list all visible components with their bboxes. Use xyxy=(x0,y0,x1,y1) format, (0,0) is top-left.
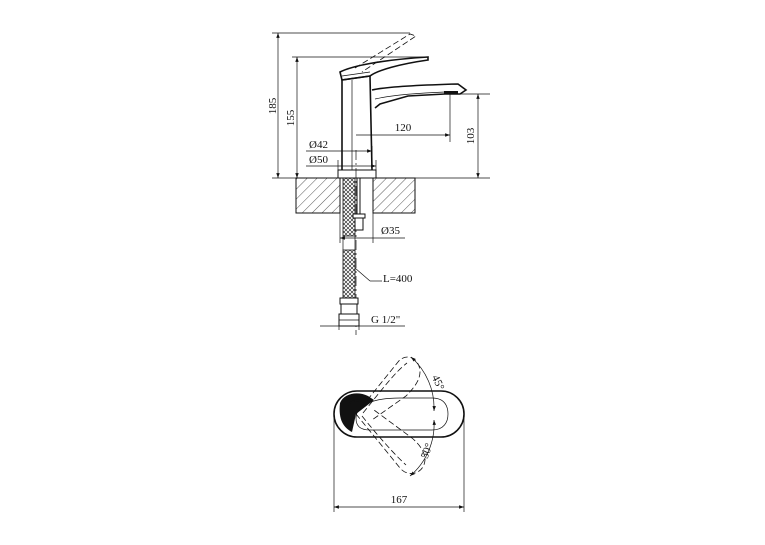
top-lever-rotated-45 xyxy=(355,356,421,421)
supply-hose xyxy=(342,177,356,301)
lever-handle xyxy=(339,56,429,81)
dim-mounting-hole: Ø35 xyxy=(381,225,400,237)
dimension-lines: 185 155 120 103 Ø42 Ø50 Ø35 L=400 xyxy=(267,32,490,330)
top-lever-rotated-50 xyxy=(355,409,426,474)
side-view xyxy=(295,33,468,335)
dim-spout-reach: 120 xyxy=(395,122,412,134)
faucet-body xyxy=(341,75,373,171)
base-plate xyxy=(337,169,377,179)
dim-base-diameter-small: Ø42 xyxy=(309,139,328,151)
dim-outlet-height: 103 xyxy=(465,127,477,144)
top-view: 45° 50° 167 xyxy=(333,356,465,512)
dim-top-view-width: 167 xyxy=(391,494,408,506)
mounting-stud xyxy=(352,177,366,231)
spout xyxy=(371,83,468,109)
dim-hose-length: L=400 xyxy=(383,273,413,285)
dim-lever-angle-down: 50° xyxy=(419,442,436,461)
dim-base-diameter-large: Ø50 xyxy=(309,154,328,166)
countertop xyxy=(295,177,416,214)
hose-fitting xyxy=(338,297,360,327)
dim-hose-thread: G 1/2" xyxy=(371,314,400,326)
dim-spout-height: 155 xyxy=(285,109,297,126)
dim-lever-angle-up: 45° xyxy=(429,373,446,392)
dim-total-height: 185 xyxy=(267,97,279,114)
lever-handle-raised xyxy=(354,33,417,73)
